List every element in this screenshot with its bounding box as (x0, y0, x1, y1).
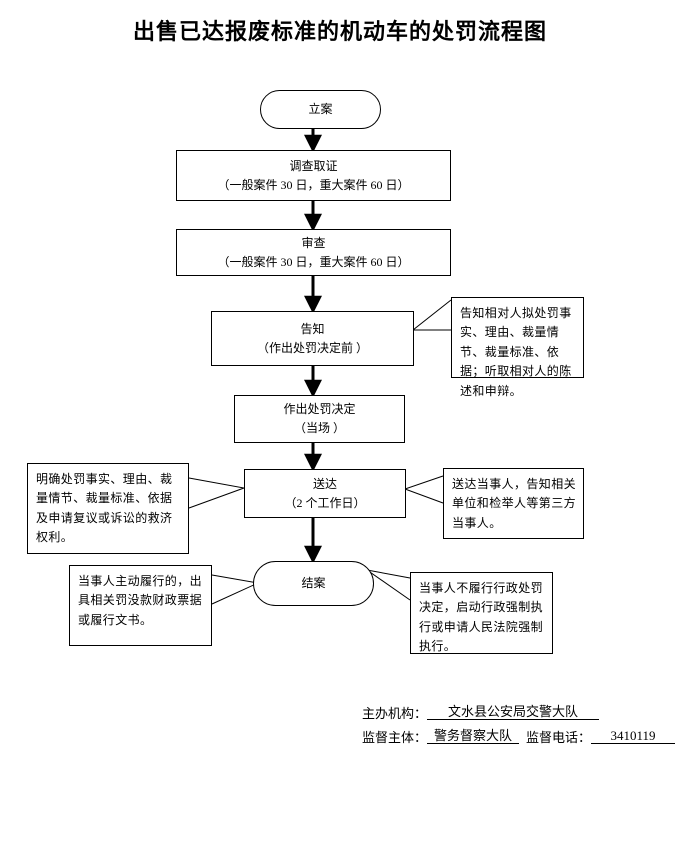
node-service-line1: 送达 (312, 476, 337, 491)
note-notify: 告知相对人拟处罚事实、理由、裁量情节、裁量标准、依据；听取相对人的陈述和申辩。 (451, 297, 584, 398)
page-title: 出售已达报废标准的机动车的处罚流程图 (132, 19, 547, 44)
node-review-line1: 审查 (301, 235, 326, 250)
node-filing[interactable]: 立案 (260, 90, 381, 129)
footer-supervisor-value: 警务督察大队 (427, 729, 520, 744)
note-service-right: 送达当事人，告知相关单位和检举人等第三方当事人。 (443, 468, 584, 539)
node-notify-line1: 告知 (300, 321, 325, 336)
node-closing-line1: 结案 (301, 576, 326, 591)
node-filing-line1: 立案 (308, 102, 333, 117)
footer-org-label: 主办机构： (362, 706, 428, 721)
footer-tel-value: 3410119 (591, 729, 676, 744)
node-decision-line1: 作出处罚决定 (283, 402, 356, 417)
node-service[interactable]: 送达 （2 个工作日） (244, 469, 406, 518)
leader-service-left-note (188, 477, 246, 509)
footer-tel-label: 监督电话： (526, 730, 592, 745)
node-review-line2: （一般案件 30 日，重大案件 60 日） (217, 254, 410, 269)
footer-row-supervisor: 监督主体： 警务督察大队 监督电话： 3410119 (362, 729, 676, 745)
node-review[interactable]: 审查 （一般案件 30 日，重大案件 60 日） (176, 229, 451, 276)
footer-row-org: 主办机构： 文水县公安局交警大队 (362, 705, 675, 720)
note-closing-left: 当事人主动履行的，出具相关罚没款财政票据或履行文书。 (69, 565, 212, 646)
node-decision[interactable]: 作出处罚决定 （当场 ） (234, 395, 405, 443)
node-service-line2: （2 个工作日） (284, 495, 366, 510)
leader-closing-left-note (211, 574, 260, 605)
node-investigation-line1: 调查取证 (289, 158, 338, 173)
node-closing[interactable]: 结案 (253, 561, 374, 606)
node-decision-line2: （当场 ） (293, 421, 345, 435)
footer: 主办机构： 文水县公安局交警大队 监督主体： 警务督察大队 监督电话： 3410… (362, 705, 676, 745)
node-notify[interactable]: 告知 （作出处罚决定前 ） (211, 311, 414, 366)
node-investigation[interactable]: 调查取证 （一般案件 30 日，重大案件 60 日） (176, 150, 451, 201)
note-service-left: 明确处罚事实、理由、裁量情节、裁量标准、依据及申请复议或诉讼的救济权利。 (27, 463, 189, 554)
footer-supervisor-label: 监督主体： (362, 730, 428, 745)
node-notify-line2: （作出处罚决定前 ） (256, 340, 368, 355)
footer-org-value: 文水县公安局交警大队 (427, 705, 600, 720)
note-closing-right: 当事人不履行行政处罚决定，启动行政强制执行或申请人民法院强制执行。 (410, 572, 553, 654)
leader-notify-note (411, 299, 452, 331)
node-investigation-line2: （一般案件 30 日，重大案件 60 日） (217, 177, 410, 192)
leader-service-right-note (403, 475, 444, 504)
